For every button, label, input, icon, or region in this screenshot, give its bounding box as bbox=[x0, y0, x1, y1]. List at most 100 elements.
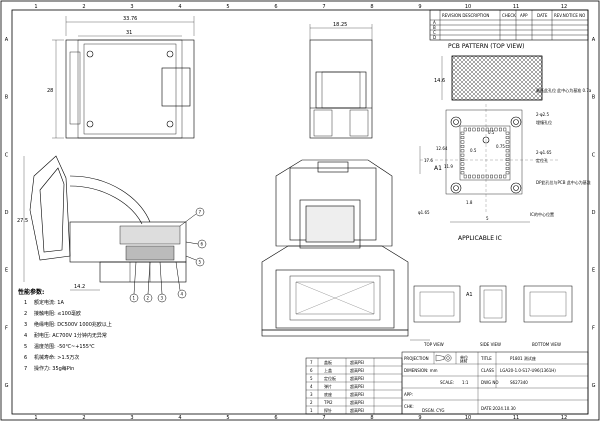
pcb-hole3-label: φ1.65 bbox=[418, 210, 430, 215]
pcb-pad bbox=[505, 158, 510, 161]
dim-pcb-d: 11.9 bbox=[444, 164, 453, 169]
grid-label: 5 bbox=[226, 415, 229, 421]
grid-label: F bbox=[592, 325, 595, 331]
callout-label: 6 bbox=[201, 242, 204, 247]
pcb-pad bbox=[505, 166, 510, 170]
revision-table: REVISION DESCRIPTION CHECK APP DATE REV.… bbox=[429, 9, 589, 41]
callout-label: 5 bbox=[199, 260, 202, 265]
tb-projection: PROJECTION bbox=[404, 356, 429, 361]
pcb-a1-label: A1 bbox=[434, 165, 442, 172]
pcb-pad bbox=[503, 127, 507, 132]
spec-num: 4 bbox=[24, 333, 27, 339]
grid-label: E bbox=[592, 268, 595, 274]
label-side-view: SIDE VIEW bbox=[480, 342, 501, 347]
pcb-note-3: 定位孔 bbox=[536, 157, 548, 163]
grid-label: 12 bbox=[561, 4, 567, 10]
pcb-pad bbox=[460, 158, 465, 161]
dim-top-overall: 33.76 bbox=[123, 16, 137, 22]
part-no: 4 bbox=[310, 384, 313, 389]
grid-label: 2 bbox=[82, 415, 85, 421]
rev-symbol: C bbox=[433, 30, 436, 35]
rev-header-notice: REV.NOTICE NO bbox=[554, 13, 585, 18]
grid-label: 3 bbox=[130, 415, 133, 421]
dim-pcb-w: 14.6 bbox=[434, 78, 445, 84]
grid-label: 2 bbox=[82, 4, 85, 10]
pcb-pad bbox=[505, 140, 510, 144]
tb-dwg-label: DWG NO bbox=[481, 380, 499, 385]
dim-pcb-pitch-a: 0.5 bbox=[488, 130, 495, 135]
tb-dwg-value: S627340 bbox=[510, 380, 528, 385]
part-name: 弹片 bbox=[324, 383, 332, 389]
pcb-pad bbox=[494, 174, 498, 179]
spec-num: 5 bbox=[24, 344, 27, 350]
pcb-pad bbox=[468, 127, 471, 132]
pcb-pad bbox=[499, 127, 502, 132]
pcb-note-1: 最低此孔位 此中心为基准 0.7a bbox=[536, 87, 592, 93]
part-no: 3 bbox=[310, 392, 313, 397]
dim-pcb-c: 12.64 bbox=[436, 146, 448, 151]
grid-label: 11 bbox=[513, 415, 519, 421]
dim-pcb-h: 17.6 bbox=[424, 158, 433, 163]
callout-label: 3 bbox=[161, 296, 164, 301]
pcb-applicable-ic: APPLICABLE IC bbox=[458, 235, 502, 242]
tb-unit: 单位 bbox=[460, 354, 468, 360]
pcb-note-5: IC的中心位置 bbox=[530, 211, 554, 217]
grid-label: 8 bbox=[370, 415, 373, 421]
pcb-pad bbox=[485, 127, 489, 132]
pcb-pad bbox=[460, 144, 465, 148]
spec-num: 6 bbox=[24, 355, 27, 361]
part-no: 7 bbox=[310, 360, 313, 365]
dim-pcb-g: 0.75 bbox=[496, 144, 505, 149]
part-no: 1 bbox=[310, 408, 313, 413]
part-material: 超高PEI bbox=[350, 359, 364, 365]
tb-date: DATE:2024.10.30 bbox=[481, 406, 516, 411]
grid-label: G bbox=[5, 383, 9, 389]
spec-num: 3 bbox=[24, 322, 27, 328]
tb-class-label: CLASS bbox=[481, 368, 494, 373]
callout-label: 7 bbox=[199, 210, 202, 215]
part-material: 超高PEI bbox=[350, 407, 364, 413]
pcb-pad bbox=[490, 174, 493, 179]
section-view bbox=[23, 155, 187, 291]
spec-text: 机械寿命: >1.5万次 bbox=[34, 354, 79, 361]
pcb-title: PCB PATTERN (TOP VIEW) bbox=[448, 43, 524, 50]
grid-label: 7 bbox=[322, 4, 325, 10]
parts-rows: 7 盖板 超高PEI 6 上盖 超高PEI 5 定位板 超高PEI 4 弹片 超… bbox=[310, 359, 364, 413]
rev-symbol: A bbox=[433, 20, 436, 25]
grid-label: 7 bbox=[322, 415, 325, 421]
pcb-pad bbox=[503, 174, 507, 179]
grid-label: 4 bbox=[178, 415, 181, 421]
spec-text: 接触电阻: ≤100毫欧 bbox=[34, 310, 81, 317]
pcb-pad bbox=[460, 153, 465, 157]
pcb-pad bbox=[481, 174, 485, 179]
pcb-pad bbox=[505, 153, 510, 157]
pcb-pad bbox=[494, 127, 498, 132]
part-name: 探针 bbox=[324, 407, 332, 413]
pcb-pad bbox=[460, 171, 465, 175]
callouts bbox=[129, 207, 207, 303]
pcb-pattern bbox=[419, 55, 560, 223]
pcb-pad bbox=[477, 127, 480, 132]
grid-label: 6 bbox=[274, 415, 277, 421]
callout-label: 2 bbox=[147, 296, 150, 301]
pcb-pad bbox=[460, 166, 465, 170]
dim-pcb-pitch-b: 0.5 bbox=[470, 148, 477, 153]
pcb-note-4: DP此孔位与PCB 此中心为基准 bbox=[536, 179, 591, 185]
grid-label: 4 bbox=[178, 4, 181, 10]
spec-text: 绝缘电阻: DC500V 1000兆欧以上 bbox=[34, 321, 112, 328]
part-name: 上盖 bbox=[324, 367, 332, 373]
pcb-pad bbox=[460, 136, 465, 139]
side-view bbox=[309, 24, 373, 139]
pcb-pad bbox=[463, 174, 467, 179]
pcb-hole1-label: 2-φ2.5 bbox=[536, 112, 549, 117]
tb-app: APP: bbox=[404, 392, 413, 397]
pcb-pad bbox=[505, 162, 510, 166]
dim-top-height: 28 bbox=[47, 88, 53, 94]
dim-top-inner: 31 bbox=[126, 30, 132, 36]
pcb-pads bbox=[460, 127, 510, 179]
callout-label: 1 bbox=[133, 296, 136, 301]
rev-header-date: DATE bbox=[537, 13, 548, 18]
specs-list: 1 额定电流: 1A 2 接触电阻: ≤100毫欧 3 绝缘电阻: DC500V… bbox=[24, 299, 112, 372]
